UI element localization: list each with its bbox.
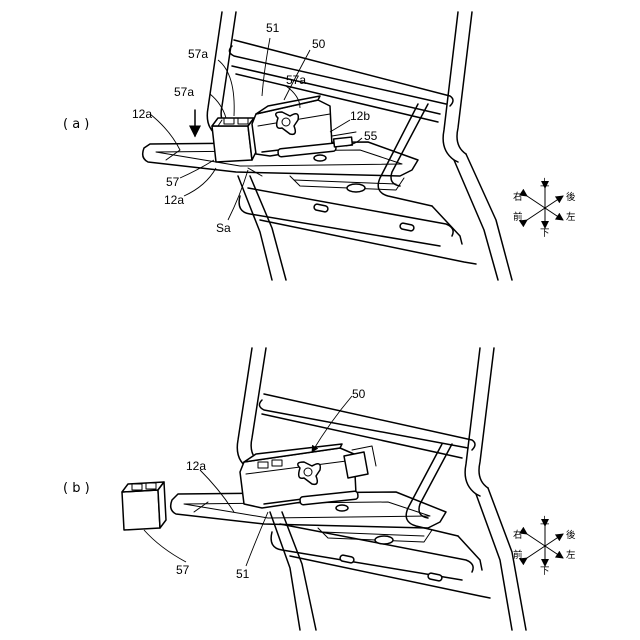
callout-57a: 57a <box>286 73 306 87</box>
child-seat-base-50-b <box>240 444 376 511</box>
direction-left: 左 <box>566 211 576 223</box>
callout-12a: 12a <box>186 459 206 473</box>
direction-rear: 後 <box>566 191 576 203</box>
callout-57a: 57a <box>188 47 208 61</box>
callout-51: 51 <box>236 567 250 581</box>
callout-51: 51 <box>266 21 280 35</box>
direction-right: 右 <box>513 529 523 541</box>
child-seat-base-50-a <box>252 96 356 161</box>
direction-down: 下 <box>540 566 550 577</box>
direction-down: 下 <box>540 228 550 239</box>
callout-12a: 12a <box>164 193 184 207</box>
callout-12b: 12b <box>350 109 370 123</box>
callout-sa: Sa <box>216 221 231 235</box>
direction-right: 右 <box>513 191 523 203</box>
direction-front: 前 <box>513 549 523 561</box>
callout-50: 50 <box>312 37 326 51</box>
callout-57: 57 <box>166 175 180 189</box>
callout-50: 50 <box>352 387 366 401</box>
callout-55: 55 <box>364 129 378 143</box>
direction-indicator-b: 上 右 後 前 左 下 <box>513 516 576 577</box>
panel-a: ( a ) 51 50 57a 57a 57a 12a 12b 55 57 12… <box>63 12 576 280</box>
panel-b: ( b ) 50 12a 57 51 上 右 後 前 左 下 <box>63 348 576 630</box>
direction-up: 上 <box>540 516 550 527</box>
panel-label-b: ( b ) <box>63 481 90 496</box>
direction-up: 上 <box>540 178 550 189</box>
callout-12a: 12a <box>132 107 152 121</box>
direction-left: 左 <box>566 549 576 561</box>
panel-label-a: ( a ) <box>63 117 89 132</box>
direction-front: 前 <box>513 211 523 223</box>
callout-57a: 57a <box>174 85 194 99</box>
fitting-57-b <box>122 482 166 530</box>
fitting-57-a <box>212 118 256 162</box>
callout-57: 57 <box>176 563 190 577</box>
direction-indicator-a: 上 右 後 前 左 下 <box>513 178 576 239</box>
direction-rear: 後 <box>566 529 576 541</box>
